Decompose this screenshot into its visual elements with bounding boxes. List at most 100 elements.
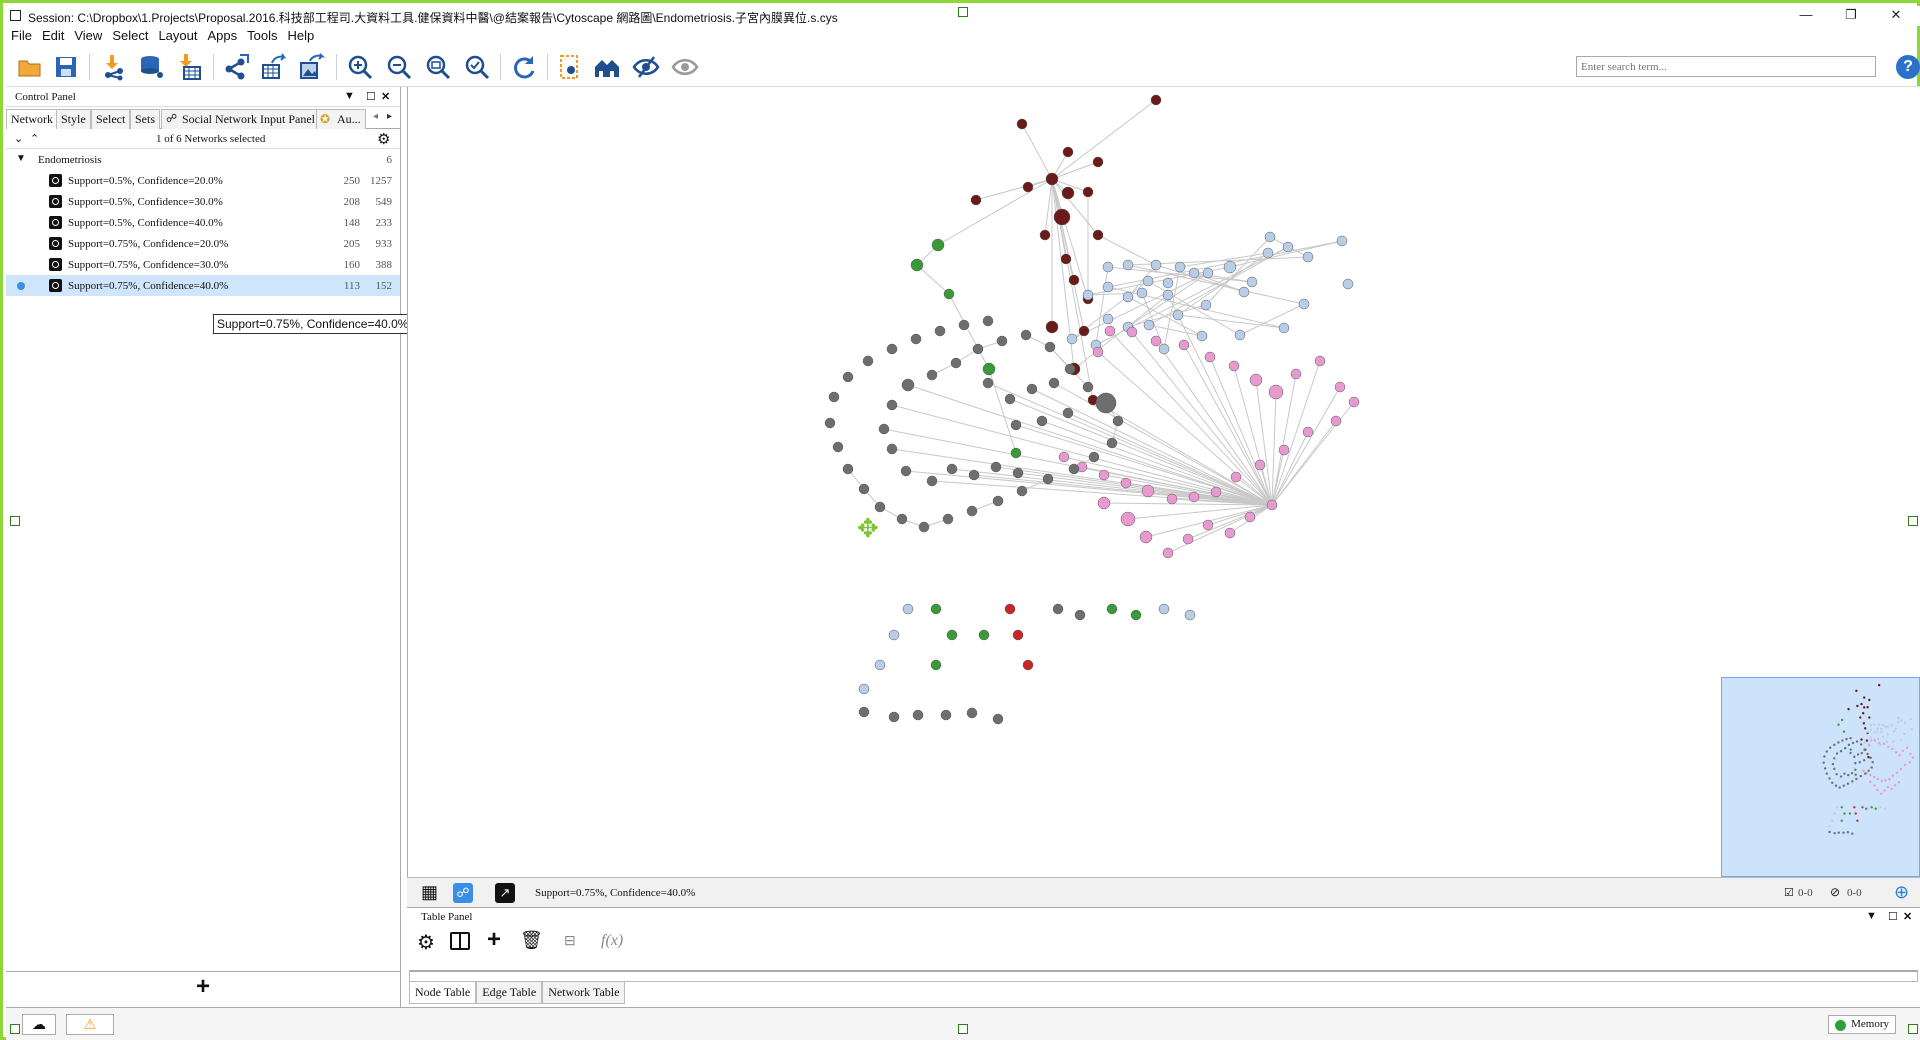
network-edge[interactable] (1015, 424, 1273, 506)
network-node[interactable] (934, 325, 946, 337)
import-network-icon[interactable] (98, 52, 130, 82)
network-edge[interactable] (1031, 388, 1273, 506)
network-node[interactable] (1162, 277, 1174, 289)
network-edge[interactable] (1179, 252, 1269, 268)
menu-apps[interactable]: Apps (207, 28, 238, 43)
network-edge[interactable] (937, 178, 1053, 246)
network-node[interactable] (1130, 609, 1142, 621)
network-node[interactable] (1230, 471, 1242, 483)
network-node[interactable] (1139, 530, 1153, 544)
network-node[interactable] (858, 683, 870, 695)
network-edge[interactable] (1071, 272, 1209, 340)
network-node[interactable] (1026, 383, 1038, 395)
collapse-all-icon[interactable]: ⌄ (14, 133, 24, 145)
network-edge[interactable] (1021, 123, 1053, 180)
network-node[interactable] (982, 315, 994, 327)
network-edge[interactable] (1044, 178, 1053, 236)
network-edge[interactable] (1233, 365, 1273, 506)
network-edge[interactable] (1063, 456, 1273, 506)
memory-button[interactable]: Memory (1828, 1015, 1896, 1034)
network-node[interactable] (1122, 259, 1134, 271)
network-edge[interactable] (1051, 178, 1099, 236)
network-node[interactable] (858, 483, 870, 495)
network-edge[interactable] (905, 470, 1273, 506)
tabs-scroll-left-icon[interactable]: ◂ (373, 111, 379, 122)
tab-edge-table[interactable]: Edge Table (476, 982, 543, 1004)
network-node[interactable] (1162, 547, 1174, 559)
export-image-icon[interactable] (296, 52, 328, 82)
navigator-crosshair-icon[interactable]: ⊕ (1894, 882, 1910, 902)
network-edge[interactable] (1127, 264, 1157, 298)
network-node[interactable] (1202, 519, 1214, 531)
network-node[interactable] (878, 423, 890, 435)
network-node[interactable] (1334, 381, 1346, 393)
network-node[interactable] (970, 194, 982, 206)
new-network-from-selection-icon[interactable] (554, 52, 586, 82)
link-table-icon[interactable]: ⊟ (564, 932, 576, 948)
network-edge[interactable] (951, 468, 1273, 506)
resize-handle[interactable] (10, 516, 20, 526)
network-node[interactable] (1158, 603, 1170, 615)
network-edge[interactable] (1092, 399, 1273, 506)
network-node[interactable] (1262, 247, 1274, 259)
network-node[interactable] (874, 659, 886, 671)
network-edge[interactable] (1177, 314, 1285, 329)
network-edge[interactable] (987, 382, 1273, 506)
network-edge[interactable] (931, 480, 1273, 506)
network-edge[interactable] (891, 448, 1273, 506)
float-panel-icon[interactable]: ☐ (366, 91, 376, 103)
network-edge[interactable] (1073, 294, 1169, 370)
show-hide-icon[interactable] (630, 52, 662, 82)
show-all-icon[interactable] (669, 52, 701, 82)
network-node[interactable] (1044, 341, 1056, 353)
network-node[interactable] (931, 238, 945, 252)
network-edge[interactable] (1259, 464, 1273, 506)
network-edge[interactable] (1109, 330, 1273, 506)
network-edge[interactable] (1255, 379, 1273, 506)
network-node[interactable] (896, 513, 908, 525)
network-node[interactable] (1246, 276, 1258, 288)
network-edge[interactable] (1155, 264, 1245, 293)
network-node[interactable] (1264, 231, 1276, 243)
network-edge[interactable] (1235, 476, 1273, 506)
network-node[interactable] (1102, 281, 1114, 293)
resize-handle[interactable] (958, 7, 968, 17)
network-node[interactable] (1012, 467, 1024, 479)
network-node[interactable] (1342, 278, 1354, 290)
collection-expand-icon[interactable]: ▼ (16, 153, 26, 164)
network-edge[interactable] (1209, 356, 1273, 506)
network-node[interactable] (1062, 407, 1074, 419)
network-node[interactable] (946, 463, 958, 475)
menu-edit[interactable]: Edit (41, 28, 65, 43)
network-edge[interactable] (1067, 412, 1273, 506)
network-edge[interactable] (1051, 161, 1099, 180)
network-node[interactable] (1010, 419, 1022, 431)
network-edge[interactable] (1107, 266, 1253, 283)
network-graph[interactable]: ✥ (408, 87, 1920, 877)
network-node[interactable] (1228, 360, 1240, 372)
close-panel-icon[interactable]: ✕ (1903, 911, 1913, 923)
network-node[interactable] (1249, 373, 1263, 387)
columns-layout-icon[interactable] (450, 932, 470, 950)
network-node[interactable] (1314, 355, 1326, 367)
network-node[interactable] (930, 603, 942, 615)
network-edge[interactable] (1239, 303, 1305, 336)
network-node[interactable] (1082, 186, 1094, 198)
network-node[interactable] (1102, 261, 1114, 273)
network-node[interactable] (1290, 368, 1302, 380)
network-edge[interactable] (907, 384, 1273, 506)
network-edge[interactable] (1271, 386, 1341, 506)
warning-icon[interactable]: ⚠ (66, 1014, 114, 1035)
network-node[interactable] (1092, 346, 1104, 358)
network-edge[interactable] (1127, 264, 1305, 305)
network-node[interactable] (966, 707, 978, 719)
network-node[interactable] (901, 378, 915, 392)
network-node[interactable] (1082, 289, 1094, 301)
network-node[interactable] (1282, 241, 1294, 253)
close-panel-icon[interactable]: ✕ (381, 91, 391, 103)
network-node[interactable] (888, 629, 900, 641)
menu-layout[interactable]: Layout (158, 28, 198, 43)
network-node[interactable] (990, 461, 1002, 473)
network-edge[interactable] (1103, 502, 1273, 506)
network-node[interactable] (1184, 609, 1196, 621)
